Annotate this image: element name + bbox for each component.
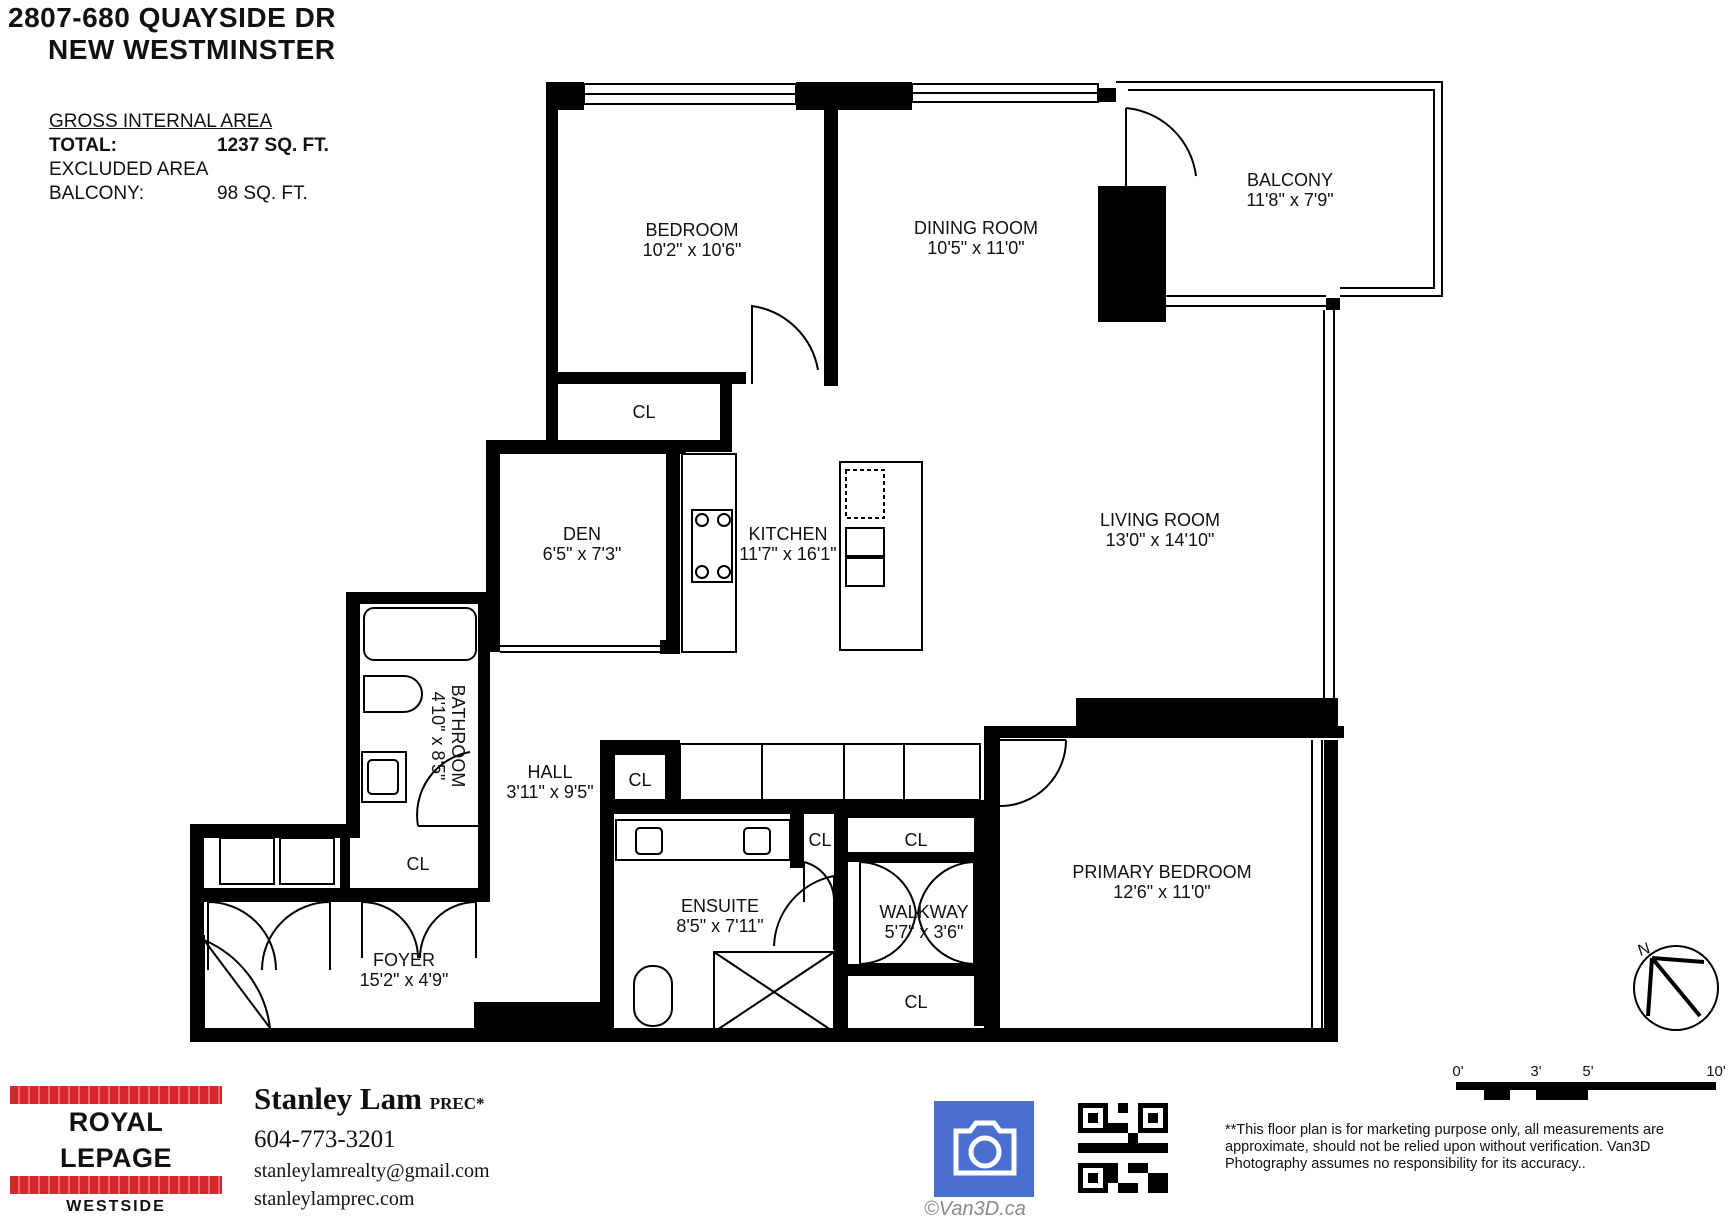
primary-bedroom-name: PRIMARY BEDROOM xyxy=(1072,862,1251,882)
scale-tick-5: 5' xyxy=(1582,1063,1593,1080)
total-value: 1237 SQ. FT. xyxy=(217,135,329,156)
balcony-dims: 11'8" x 7'9" xyxy=(1246,190,1333,210)
dining-room-name: DINING ROOM xyxy=(914,218,1038,238)
agent-designation: PREC* xyxy=(429,1094,485,1113)
living-room-name: LIVING ROOM xyxy=(1100,510,1220,530)
area-summary: GROSS INTERNAL AREA TOTAL: 1237 SQ. FT. E… xyxy=(49,110,329,206)
agent-email[interactable]: stanleylamrealty@gmail.com xyxy=(254,1160,490,1182)
closet-label: CL xyxy=(904,830,927,850)
foyer-name: FOYER xyxy=(373,950,435,970)
primary-bedroom-dims: 12'6" x 11'0" xyxy=(1113,882,1210,902)
brand-name: ROYAL LEPAGE xyxy=(59,1107,172,1173)
address-line-2: NEW WESTMINSTER xyxy=(48,34,336,65)
closet-label: CL xyxy=(628,770,651,790)
agent-website[interactable]: stanleylamprec.com xyxy=(254,1188,415,1210)
hall-name: HALL xyxy=(527,762,572,782)
bathroom-dims: 4'10" x 8'5" xyxy=(428,692,448,781)
bedroom-name: BEDROOM xyxy=(645,220,738,240)
balcony-name: BALCONY xyxy=(1247,170,1333,190)
thin-lines xyxy=(191,81,1443,1033)
scale-bar: 0' 3' 5' 10' xyxy=(1452,1063,1726,1100)
scale-tick-0: 0' xyxy=(1452,1063,1463,1080)
foyer-dims: 15'2" x 4'9" xyxy=(360,970,449,990)
royal-lepage-logo: ROYAL LEPAGE WESTSIDE xyxy=(10,1086,222,1216)
agent-info: Stanley Lam PREC* 604-773-3201 stanleyla… xyxy=(254,1080,490,1213)
kitchen-name: KITCHEN xyxy=(748,524,827,544)
ensuite-name: ENSUITE xyxy=(681,896,759,916)
room-labels: BEDROOM 10'2" x 10'6" DINING ROOM 10'5" … xyxy=(360,170,1334,1012)
total-label: TOTAL: xyxy=(49,135,117,156)
closet-label: CL xyxy=(406,854,429,874)
photo-credit: ©Van3D.ca xyxy=(924,1198,1026,1220)
living-room-dims: 13'0" x 14'10" xyxy=(1106,530,1215,550)
den-name: DEN xyxy=(563,524,601,544)
scale-tick-10: 10' xyxy=(1706,1063,1726,1080)
agent-name: Stanley Lam xyxy=(254,1081,422,1116)
balcony-value: 98 SQ. FT. xyxy=(217,183,308,204)
walkway-name: WALKWAY xyxy=(879,902,968,922)
agent-phone: 604-773-3201 xyxy=(254,1126,396,1153)
scale-tick-3: 3' xyxy=(1530,1063,1541,1080)
excluded-area-title: EXCLUDED AREA xyxy=(49,159,209,180)
balcony-label: BALCONY: xyxy=(49,183,145,204)
den-dims: 6'5" x 7'3" xyxy=(543,544,622,564)
kitchen-dims: 11'7" x 16'1" xyxy=(739,544,836,564)
camera-icon xyxy=(953,1120,1017,1176)
bathroom-name: BATHROOM xyxy=(448,685,468,788)
address-line-1: 2807-680 QUAYSIDE DR xyxy=(8,2,337,33)
closet-label: CL xyxy=(808,830,831,850)
walkway-dims: 5'7" x 3'6" xyxy=(885,922,964,942)
dining-room-dims: 10'5" x 11'0" xyxy=(927,238,1024,258)
north-label: N xyxy=(1636,940,1652,960)
closet-label: CL xyxy=(632,402,655,422)
brand-office: WESTSIDE xyxy=(66,1198,166,1215)
camera-logo xyxy=(934,1101,1034,1197)
hall-dims: 3'11" x 9'5" xyxy=(506,782,593,802)
gross-area-title: GROSS INTERNAL AREA xyxy=(49,111,273,132)
bedroom-dims: 10'2" x 10'6" xyxy=(643,240,742,260)
compass: N xyxy=(1633,940,1719,1031)
ensuite-dims: 8'5" x 7'11" xyxy=(676,916,763,936)
walls xyxy=(190,82,1344,1042)
disclaimer: **This floor plan is for marketing purpo… xyxy=(1225,1122,1664,1172)
qr-code[interactable] xyxy=(1078,1103,1168,1193)
closet-label: CL xyxy=(904,992,927,1012)
